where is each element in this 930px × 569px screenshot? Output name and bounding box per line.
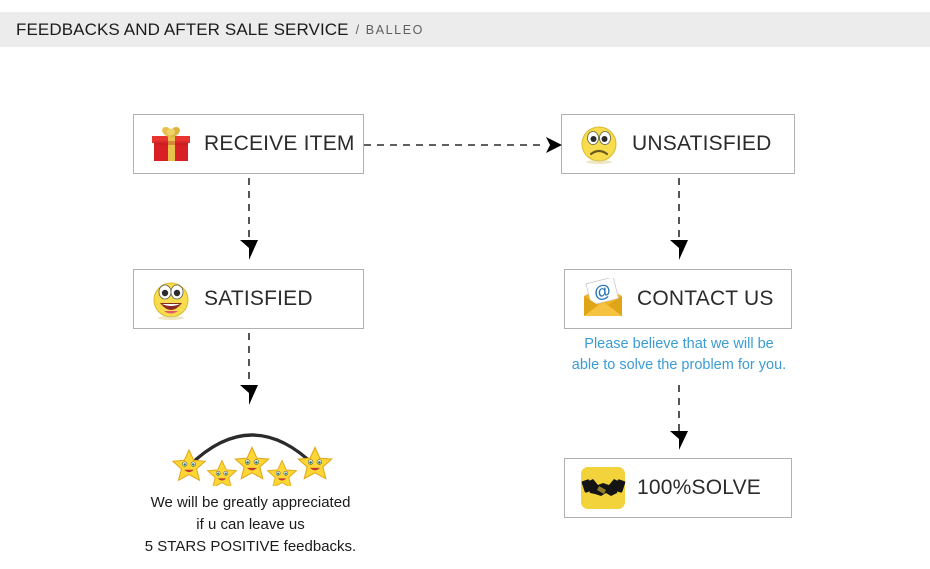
smiling-star-icon <box>171 448 207 482</box>
sad-face-icon <box>581 126 617 164</box>
feedback-line-3: 5 STARS POSITIVE feedbacks. <box>144 538 357 555</box>
feedback-line-2: if u can leave us <box>196 516 305 533</box>
node-unsatisfied[interactable]: UNSATISFIED <box>561 114 795 174</box>
gift-box-icon <box>152 127 190 161</box>
node-contact-us[interactable]: @ CONTACT US <box>564 269 792 329</box>
arrow-satisfied-to-stars <box>240 333 258 405</box>
envelope-at-icon: @ <box>584 278 622 316</box>
node-label: UNSATISFIED <box>632 132 772 155</box>
smiling-star-icon <box>297 446 333 480</box>
five-star-rating <box>165 408 340 489</box>
happy-face-icon <box>153 282 189 320</box>
promise-line-2: able to solve the problem for you. <box>571 357 787 373</box>
node-label: RECEIVE ITEM <box>204 132 355 155</box>
node-receive-item[interactable]: RECEIVE ITEM <box>133 114 364 174</box>
svg-text:@: @ <box>592 280 613 302</box>
feedback-line-1: We will be greatly appreciated <box>150 494 351 511</box>
handshake-icon <box>581 467 626 509</box>
stars-graphic <box>171 433 333 489</box>
smiling-star-icon <box>234 446 270 480</box>
node-solve[interactable]: 100%SOLVE <box>564 458 792 518</box>
feedback-request-text: We will be greatly appreciated if u can … <box>108 492 393 558</box>
node-label: 100%SOLVE <box>637 476 761 499</box>
promise-text: Please believe that we will be able to s… <box>538 334 820 376</box>
node-label: CONTACT US <box>637 287 774 310</box>
page-title: FEEDBACKS AND AFTER SALE SERVICE <box>16 19 349 39</box>
page-subtitle: / BALLEO <box>355 22 424 37</box>
arrow-contact-us-to-solve <box>670 385 688 450</box>
rating-arc <box>187 433 317 468</box>
arrow-receive-item-to-unsatisfied <box>364 137 562 153</box>
arrow-receive-item-to-satisfied <box>240 178 258 260</box>
smiling-star-icon <box>206 459 238 489</box>
smiling-star-icon <box>266 459 298 489</box>
node-satisfied[interactable]: SATISFIED <box>133 269 364 329</box>
promise-line-1: Please believe that we will be <box>584 336 774 352</box>
page-header: FEEDBACKS AND AFTER SALE SERVICE / BALLE… <box>0 12 930 47</box>
arrow-unsatisfied-to-contact-us <box>670 178 688 260</box>
node-label: SATISFIED <box>204 287 313 310</box>
